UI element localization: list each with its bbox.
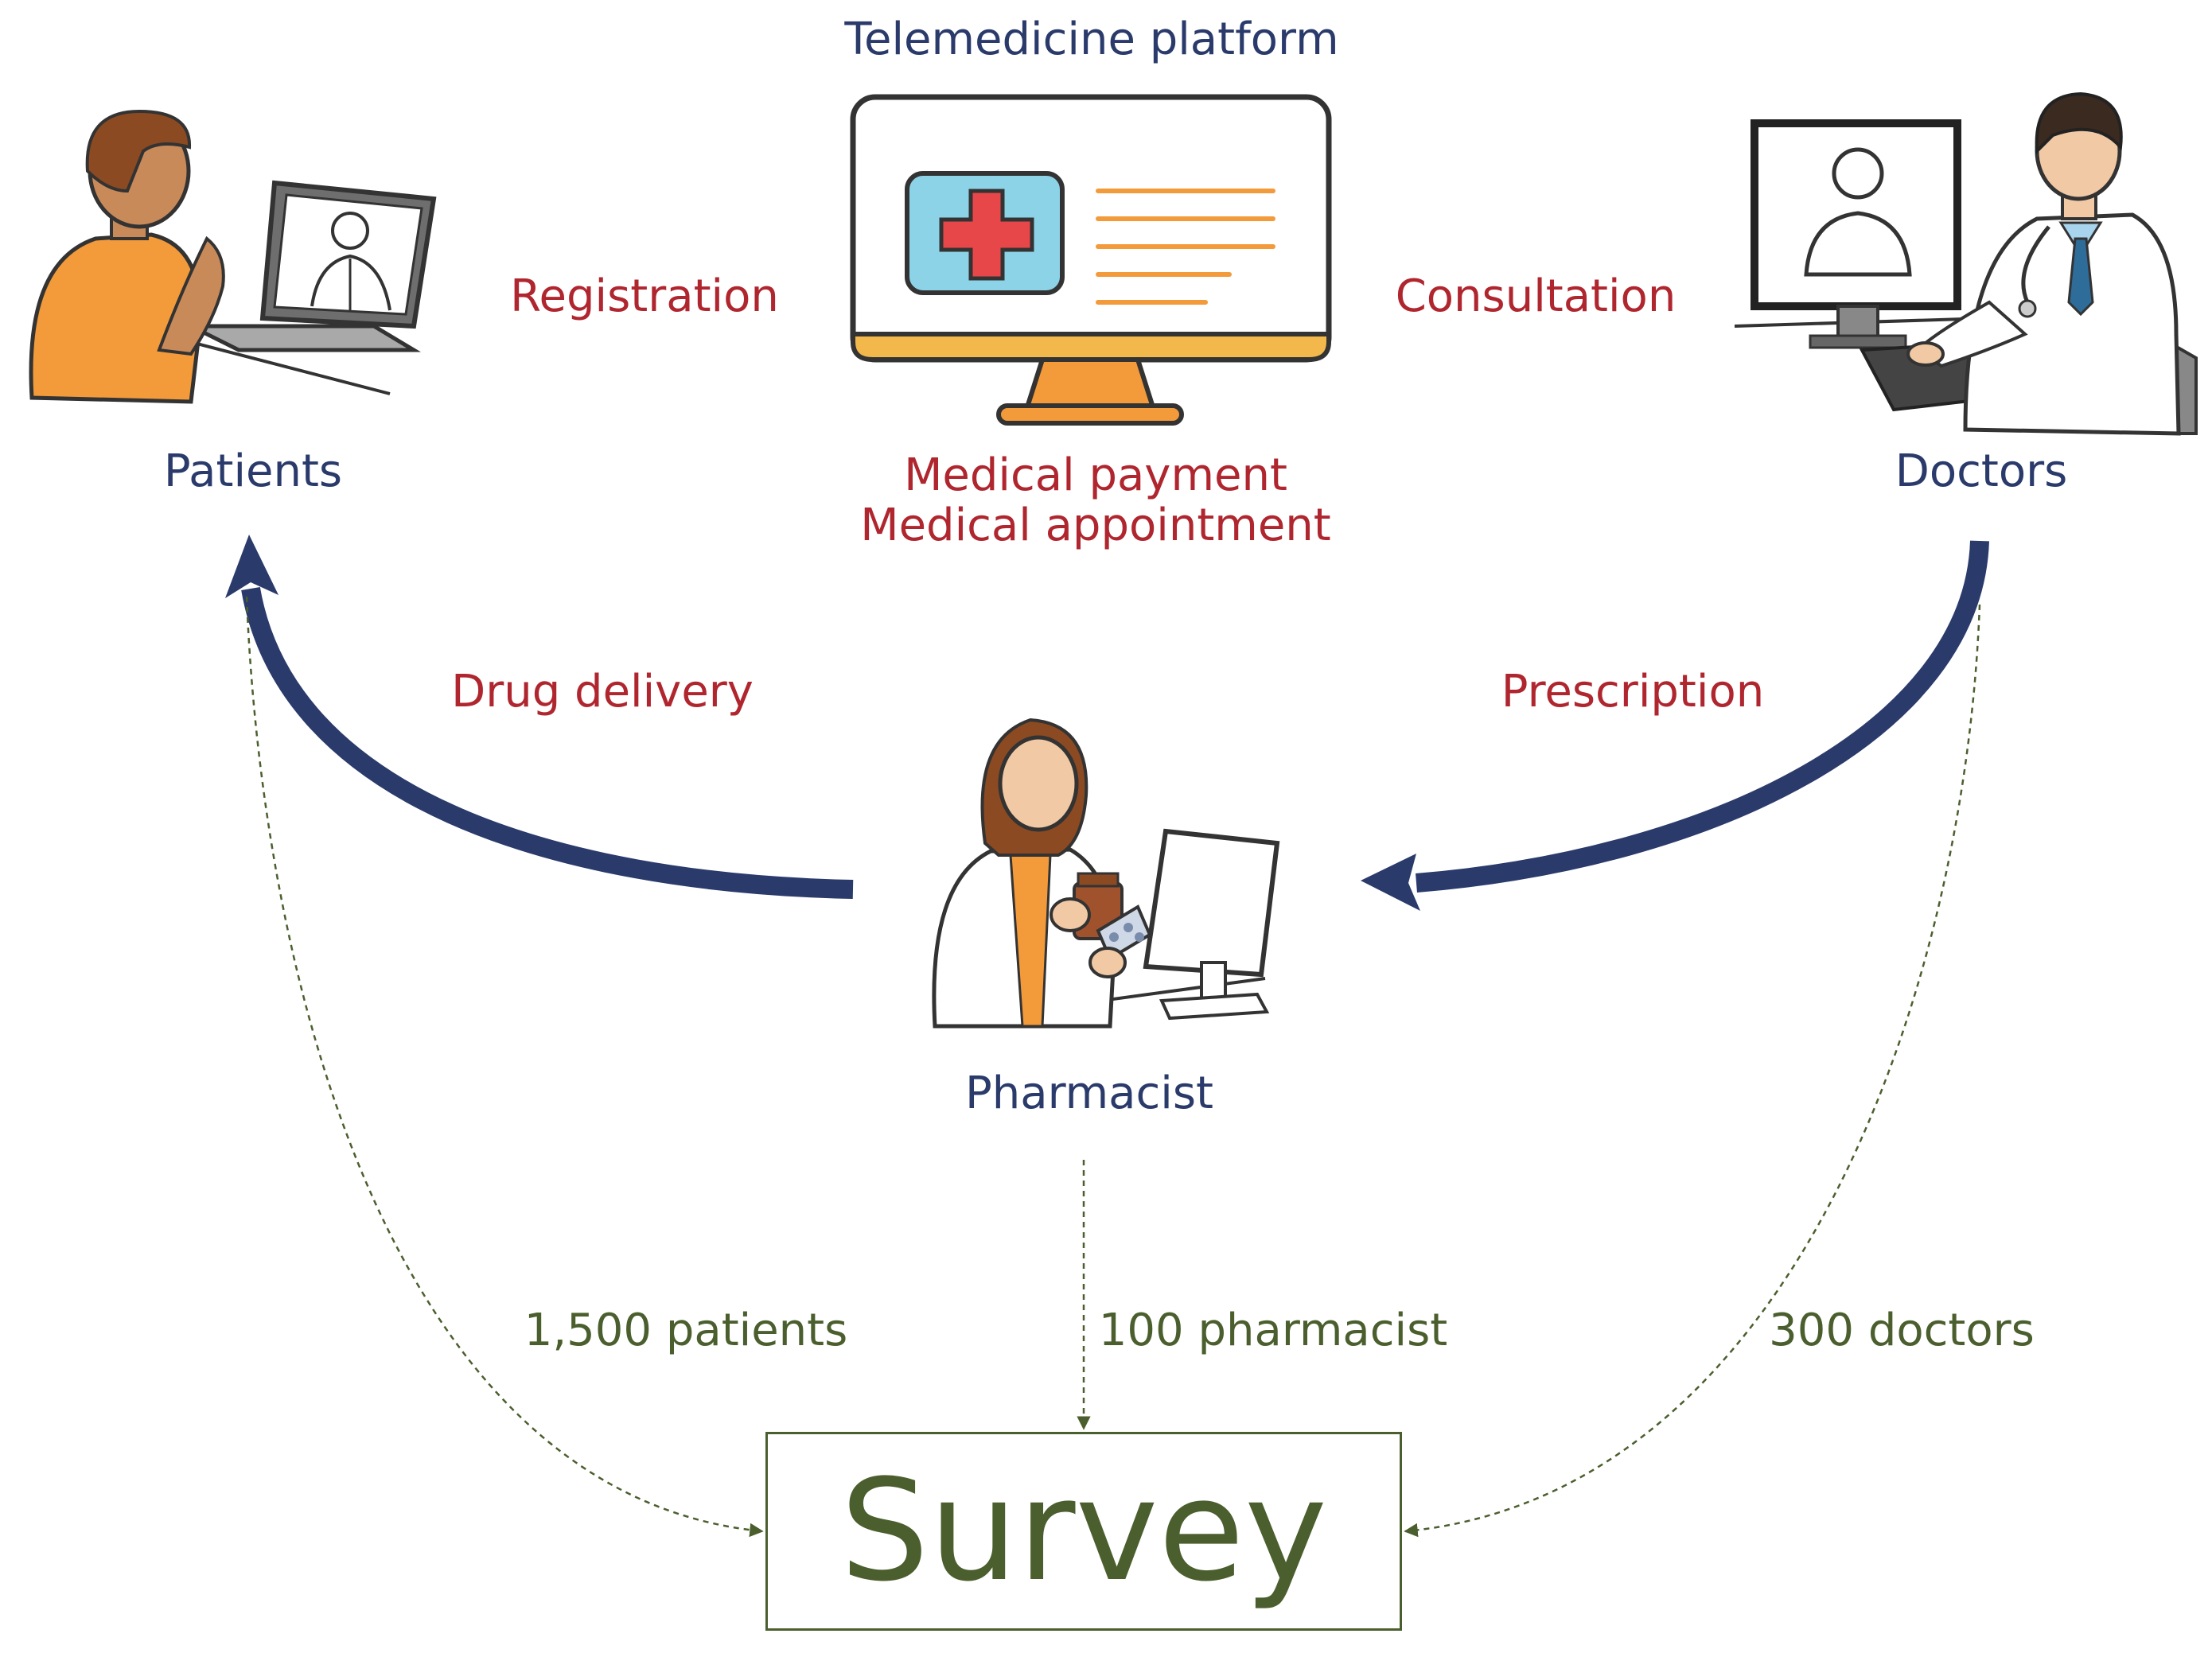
flow-registration: Registration — [510, 270, 779, 322]
flow-consultation: Consultation — [1395, 270, 1677, 322]
actor-pharmacist: Pharmacist — [965, 1068, 1213, 1119]
text-lines-icon — [1096, 189, 1275, 305]
flow-drug-delivery: Drug delivery — [451, 666, 754, 718]
telemedicine-monitor — [850, 94, 1332, 426]
survey-box: Survey — [765, 1432, 1402, 1631]
survey-count-patients: 1,500 patients — [524, 1305, 848, 1356]
survey-title: Survey — [839, 1449, 1328, 1612]
platform-title: Telemedicine platform — [844, 14, 1339, 65]
survey-arrows — [245, 596, 1981, 1538]
actor-patients: Patients — [163, 445, 343, 497]
platform-function-appointment: Medical appointment — [860, 500, 1331, 551]
platform-function-payment: Medical payment — [904, 449, 1287, 501]
prescription-arrow — [1361, 540, 1989, 911]
flow-prescription: Prescription — [1501, 666, 1765, 718]
doctor-illustration — [1734, 91, 2198, 436]
doctors-survey-arrow — [1404, 604, 1981, 1538]
survey-count-doctors: 300 doctors — [1769, 1305, 2035, 1356]
patient-illustration — [29, 109, 437, 404]
pharmacist-illustration — [932, 718, 1280, 1029]
actor-doctors: Doctors — [1895, 445, 2068, 497]
medical-cross-icon — [905, 171, 1065, 295]
drug-delivery-arrow — [225, 535, 854, 899]
survey-count-pharmacist: 100 pharmacist — [1098, 1305, 1448, 1356]
